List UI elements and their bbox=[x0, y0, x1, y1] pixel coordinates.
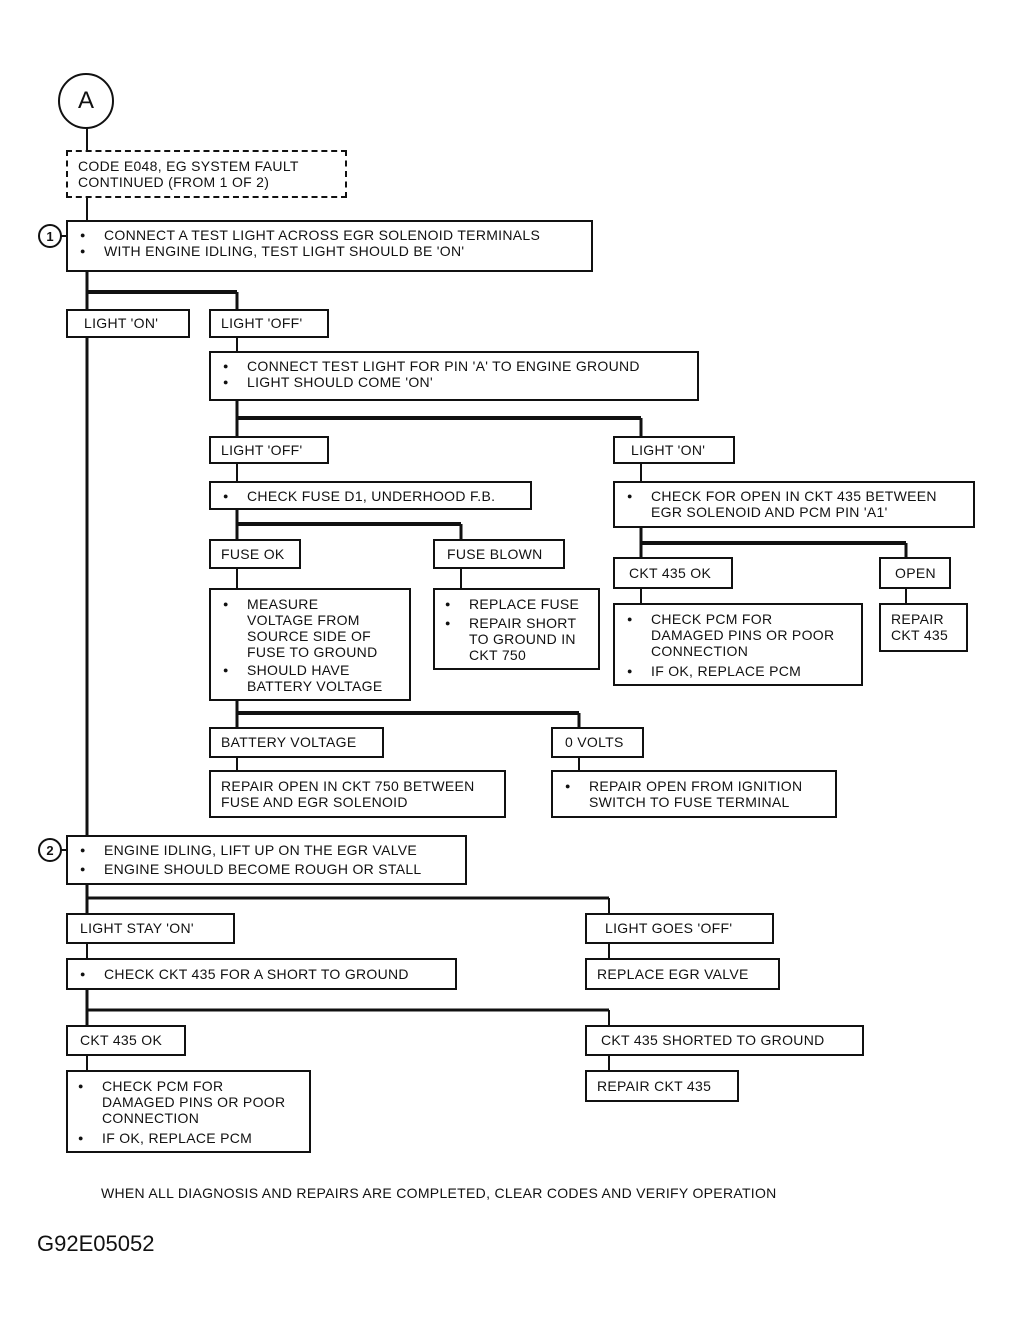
light-stay-on-label: LIGHT STAY 'ON' bbox=[80, 920, 194, 936]
check-pcm-1-box: CHECK PCM FOR DAMAGED PINS OR POOR CONNE… bbox=[613, 603, 863, 686]
header-box: CODE E048, EG SYSTEM FAULT CONTINUED (FR… bbox=[66, 150, 347, 198]
step-2-item: ENGINE IDLING, LIFT UP ON THE EGR VALVE bbox=[78, 842, 455, 858]
repair-ckt435-2-box: REPAIR CKT 435 bbox=[585, 1070, 739, 1102]
ckt435-ok-1-label: CKT 435 OK bbox=[629, 565, 712, 581]
step-2-number: 2 bbox=[46, 842, 54, 858]
check-ckt435-open-box: CHECK FOR OPEN IN CKT 435 BETWEEN EGR SO… bbox=[613, 481, 975, 528]
repair-ckt435-2-label: REPAIR CKT 435 bbox=[597, 1078, 712, 1094]
fuse-ok-box: FUSE OK bbox=[209, 539, 301, 569]
replace-fuse-box: REPLACE FUSE REPAIR SHORT TO GROUND IN C… bbox=[433, 588, 600, 670]
check-pcm-2-item: CHECK PCM FOR DAMAGED PINS OR POOR CONNE… bbox=[76, 1078, 301, 1126]
check-pcm-1-item: IF OK, REPLACE PCM bbox=[625, 663, 851, 679]
measure-voltage-item: SHOULD HAVE BATTERY VOLTAGE bbox=[221, 662, 399, 694]
measure-voltage-box: MEASURE VOLTAGE FROM SOURCE SIDE OF FUSE… bbox=[209, 588, 411, 701]
light-off-2-box: LIGHT 'OFF' bbox=[209, 436, 329, 464]
figure-id: G92E05052 bbox=[37, 1231, 155, 1256]
ckt435-shorted-box: CKT 435 SHORTED TO GROUND bbox=[585, 1025, 864, 1056]
check-ckt435-short-box: CHECK CKT 435 FOR A SHORT TO GROUND bbox=[66, 958, 457, 990]
open-label: OPEN bbox=[895, 565, 936, 581]
footer-note: WHEN ALL DIAGNOSIS AND REPAIRS ARE COMPL… bbox=[101, 1185, 777, 1201]
check-pcm-2-item: IF OK, REPLACE PCM bbox=[76, 1130, 301, 1146]
repair-ckt435-1-label: REPAIR CKT 435 bbox=[891, 611, 949, 643]
zero-volts-box: 0 VOLTS bbox=[551, 727, 644, 758]
step-2-item: ENGINE SHOULD BECOME ROUGH OR STALL bbox=[78, 861, 455, 877]
repair-open-ignition-item: REPAIR OPEN FROM IGNITION SWITCH TO FUSE… bbox=[563, 778, 825, 810]
step-1-box: CONNECT A TEST LIGHT ACROSS EGR SOLENOID… bbox=[66, 220, 593, 272]
step-2-marker: 2 bbox=[38, 838, 62, 862]
ckt435-ok-2-label: CKT 435 OK bbox=[80, 1032, 163, 1048]
open-box: OPEN bbox=[879, 557, 951, 589]
ckt435-ok-2-box: CKT 435 OK bbox=[66, 1025, 186, 1056]
light-on-2-label: LIGHT 'ON' bbox=[631, 442, 706, 458]
step-1-number: 1 bbox=[46, 228, 54, 244]
connect-pin-a-box: CONNECT TEST LIGHT FOR PIN 'A' TO ENGINE… bbox=[209, 351, 699, 401]
light-off-1-label: LIGHT 'OFF' bbox=[221, 315, 303, 331]
repair-open-750-label: REPAIR OPEN IN CKT 750 BETWEEN FUSE AND … bbox=[221, 778, 475, 810]
connect-pin-a-item: LIGHT SHOULD COME 'ON' bbox=[221, 374, 687, 390]
ckt435-ok-1-box: CKT 435 OK bbox=[613, 557, 733, 589]
measure-voltage-item: MEASURE VOLTAGE FROM SOURCE SIDE OF FUSE… bbox=[221, 596, 399, 660]
connect-pin-a-item: CONNECT TEST LIGHT FOR PIN 'A' TO ENGINE… bbox=[221, 358, 687, 374]
check-ckt435-short-item: CHECK CKT 435 FOR A SHORT TO GROUND bbox=[78, 966, 445, 982]
check-ckt435-open-item: CHECK FOR OPEN IN CKT 435 BETWEEN EGR SO… bbox=[625, 488, 963, 520]
replace-fuse-item: REPLACE FUSE bbox=[443, 596, 590, 612]
replace-egr-valve-label: REPLACE EGR VALVE bbox=[597, 966, 749, 982]
light-on-1-box: LIGHT 'ON' bbox=[66, 309, 190, 338]
step-1-item: CONNECT A TEST LIGHT ACROSS EGR SOLENOID… bbox=[78, 227, 581, 243]
light-on-2-box: LIGHT 'ON' bbox=[613, 436, 735, 464]
fuse-ok-label: FUSE OK bbox=[221, 546, 285, 562]
connector-a-label: A bbox=[77, 87, 94, 114]
step-2-box: ENGINE IDLING, LIFT UP ON THE EGR VALVE … bbox=[66, 835, 467, 885]
light-goes-off-label: LIGHT GOES 'OFF' bbox=[605, 920, 733, 936]
check-pcm-1-item: CHECK PCM FOR DAMAGED PINS OR POOR CONNE… bbox=[625, 611, 851, 659]
replace-egr-valve-box: REPLACE EGR VALVE bbox=[585, 958, 780, 990]
ckt435-shorted-label: CKT 435 SHORTED TO GROUND bbox=[601, 1032, 825, 1048]
header-text: CODE E048, EG SYSTEM FAULT CONTINUED (FR… bbox=[78, 158, 299, 190]
light-on-1-label: LIGHT 'ON' bbox=[84, 315, 159, 331]
repair-open-750-box: REPAIR OPEN IN CKT 750 BETWEEN FUSE AND … bbox=[209, 770, 506, 818]
light-goes-off-box: LIGHT GOES 'OFF' bbox=[585, 913, 774, 944]
light-off-1-box: LIGHT 'OFF' bbox=[209, 309, 329, 338]
light-stay-on-box: LIGHT STAY 'ON' bbox=[66, 913, 235, 944]
battery-voltage-box: BATTERY VOLTAGE bbox=[209, 727, 384, 758]
repair-open-ignition-box: REPAIR OPEN FROM IGNITION SWITCH TO FUSE… bbox=[551, 770, 837, 818]
check-pcm-2-box: CHECK PCM FOR DAMAGED PINS OR POOR CONNE… bbox=[66, 1070, 311, 1153]
repair-ckt435-1-box: REPAIR CKT 435 bbox=[879, 603, 968, 652]
check-fuse-box: CHECK FUSE D1, UNDERHOOD F.B. bbox=[209, 481, 532, 510]
step-1-marker: 1 bbox=[38, 224, 62, 248]
step-1-item: WITH ENGINE IDLING, TEST LIGHT SHOULD BE… bbox=[78, 243, 581, 259]
replace-fuse-item: REPAIR SHORT TO GROUND IN CKT 750 bbox=[443, 615, 590, 663]
light-off-2-label: LIGHT 'OFF' bbox=[221, 442, 303, 458]
fuse-blown-label: FUSE BLOWN bbox=[447, 546, 543, 562]
zero-volts-label: 0 VOLTS bbox=[565, 734, 624, 750]
connector-a: A bbox=[58, 73, 114, 129]
check-fuse-item: CHECK FUSE D1, UNDERHOOD F.B. bbox=[221, 488, 520, 504]
battery-voltage-label: BATTERY VOLTAGE bbox=[221, 734, 357, 750]
fuse-blown-box: FUSE BLOWN bbox=[433, 539, 565, 569]
